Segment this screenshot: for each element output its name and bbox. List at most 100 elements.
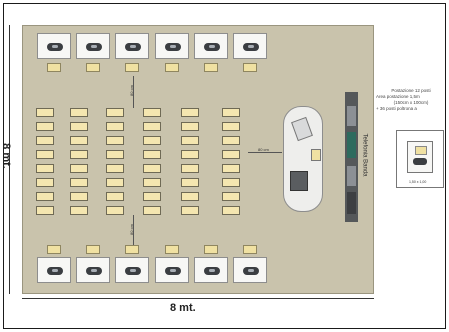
legend-detail-computer — [413, 158, 427, 165]
computer-icon — [204, 267, 220, 275]
legend-detail-station — [407, 141, 433, 173]
top-station — [155, 33, 189, 59]
desk — [222, 150, 240, 159]
aisle-console-dimension-line — [248, 152, 282, 153]
desk — [70, 178, 88, 187]
computer-icon — [204, 43, 220, 51]
rack-shelf — [347, 132, 356, 158]
desk — [106, 192, 124, 201]
chair — [125, 245, 139, 254]
top-station — [37, 33, 71, 59]
left-dimension-line — [9, 25, 10, 294]
desk — [143, 206, 161, 215]
desk — [106, 108, 124, 117]
desk — [36, 150, 54, 159]
desk — [222, 108, 240, 117]
chair — [86, 245, 100, 254]
desk — [222, 178, 240, 187]
rack-shelf — [347, 106, 356, 126]
top-station — [233, 33, 267, 59]
chair — [204, 245, 218, 254]
chair — [47, 63, 61, 72]
wall-label: Telefonia Banda — [358, 100, 372, 210]
teacher-console — [283, 106, 323, 212]
legend-detail-caption: 1,50 x 1,00 — [409, 180, 427, 184]
aisle-top-label: 80 cm — [128, 85, 134, 96]
desk — [70, 108, 88, 117]
desk — [143, 164, 161, 173]
bottom-dimension-line — [22, 298, 374, 299]
desk — [106, 122, 124, 131]
computer-icon — [125, 43, 141, 51]
bottom-dimension-label: 8 mt. — [170, 302, 196, 314]
rack-shelf — [347, 192, 356, 214]
desk — [181, 192, 199, 201]
desk — [181, 108, 199, 117]
bottom-station — [37, 257, 71, 283]
aisle-console-label: 80 cm — [258, 147, 269, 152]
desk — [222, 206, 240, 215]
desk — [181, 122, 199, 131]
desk — [36, 164, 54, 173]
desk — [36, 108, 54, 117]
chair — [165, 245, 179, 254]
legend-line: Area postazione 1,5m — [376, 94, 420, 99]
chair — [47, 245, 61, 254]
computer-icon — [165, 43, 181, 51]
desk — [36, 136, 54, 145]
wall-label-text: Telefonia Banda — [362, 133, 369, 177]
aisle-bottom-dimension-line — [133, 215, 134, 247]
desk — [70, 136, 88, 145]
desk — [222, 136, 240, 145]
bottom-station — [115, 257, 149, 283]
computer-icon — [165, 267, 181, 275]
chair — [243, 63, 257, 72]
computer-icon — [86, 43, 102, 51]
computer-icon — [243, 43, 259, 51]
desk — [106, 206, 124, 215]
chair — [243, 245, 257, 254]
computer-icon — [125, 267, 141, 275]
aisle-bottom-label: 80 cm — [128, 224, 134, 235]
chair — [125, 63, 139, 72]
bottom-station — [233, 257, 267, 283]
desk — [70, 122, 88, 131]
desk — [181, 206, 199, 215]
desk — [106, 150, 124, 159]
chair — [86, 63, 100, 72]
desk — [70, 164, 88, 173]
desk — [143, 192, 161, 201]
desk — [106, 164, 124, 173]
computer-icon — [47, 267, 63, 275]
legend-line: + 36 posti poltrona a — [376, 106, 417, 111]
desk — [36, 206, 54, 215]
desk — [143, 108, 161, 117]
desk — [70, 150, 88, 159]
computer-icon — [47, 43, 63, 51]
desk — [106, 136, 124, 145]
legend: Postazione 12 posti Area postazione 1,5m… — [376, 88, 446, 112]
bottom-station — [155, 257, 189, 283]
desk — [222, 164, 240, 173]
desk — [143, 150, 161, 159]
desk — [70, 192, 88, 201]
computer-icon — [86, 267, 102, 275]
desk — [143, 136, 161, 145]
desk — [143, 122, 161, 131]
legend-detail-chair — [415, 146, 427, 155]
computer-icon — [243, 267, 259, 275]
desk — [181, 164, 199, 173]
desk — [70, 206, 88, 215]
console-monitor — [291, 116, 313, 142]
chair — [204, 63, 218, 72]
legend-station-detail: 1,50 x 1,00 — [396, 130, 444, 188]
desk — [181, 178, 199, 187]
desk — [222, 122, 240, 131]
left-dimension-label: 8 mt. — [0, 143, 12, 169]
top-station — [115, 33, 149, 59]
equipment-rack — [345, 92, 358, 222]
desk — [143, 178, 161, 187]
rack-shelf — [347, 166, 356, 186]
aisle-top-dimension-line — [133, 76, 134, 108]
desk — [36, 122, 54, 131]
